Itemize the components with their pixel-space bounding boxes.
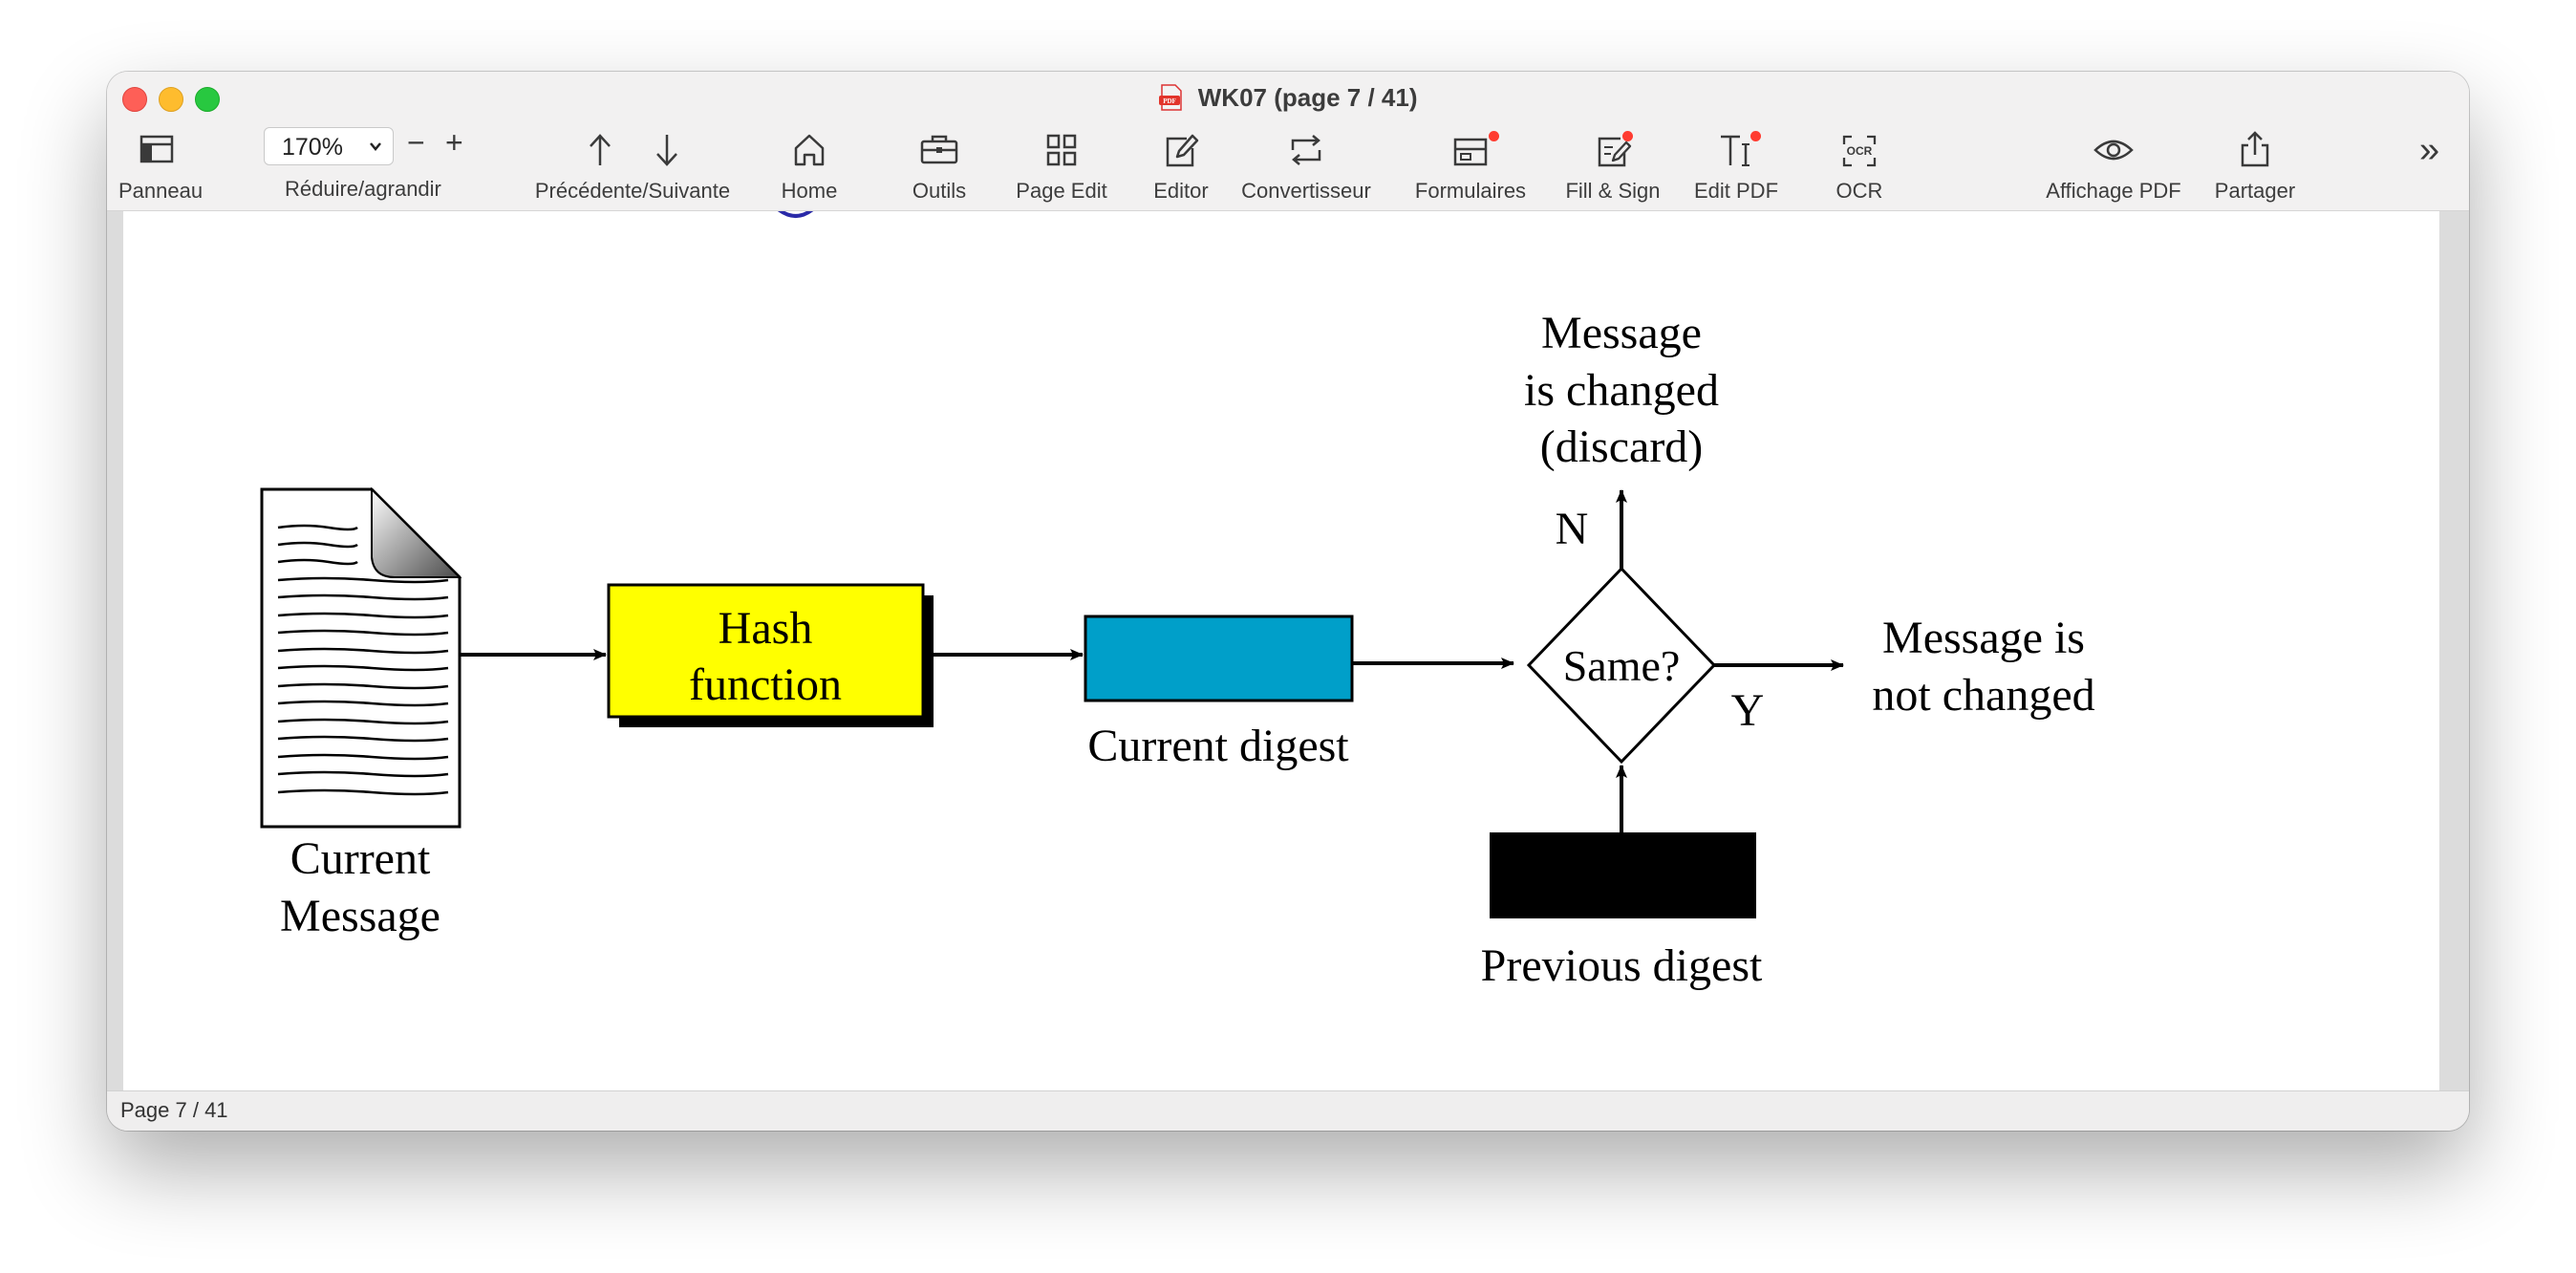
toolbar-overflow-button[interactable]: » <box>2419 130 2440 170</box>
clipped-text-fragment <box>774 205 817 218</box>
fill-sign-label: Fill & Sign <box>1565 179 1661 203</box>
converter-button[interactable]: Convertisseur <box>1234 127 1378 204</box>
current-digest-box <box>1084 615 1354 702</box>
tools-label: Outils <box>912 179 967 203</box>
pdf-view-button[interactable]: Affichage PDF <box>2035 127 2192 204</box>
ocr-button[interactable]: OCR OCR <box>1815 127 1903 204</box>
ocr-label: OCR <box>1835 179 1883 203</box>
forms-label: Formulaires <box>1414 179 1527 203</box>
eye-icon <box>2093 140 2134 161</box>
next-page-button[interactable] <box>648 127 686 173</box>
changed-label-3: (discard) <box>1540 421 1704 472</box>
page-edit-button[interactable]: Page Edit <box>998 127 1125 204</box>
hash-function-label-1: Hash <box>719 603 813 654</box>
yes-label: Y <box>1731 685 1765 736</box>
no-label: N <box>1556 504 1589 554</box>
edit-pdf-button[interactable]: Edit PDF <box>1684 127 1789 204</box>
previous-digest-box <box>1490 832 1756 918</box>
tools-button[interactable]: Outils <box>896 127 982 204</box>
zoom-label: Réduire/agrandir <box>285 177 441 201</box>
text-tool-icon <box>1721 135 1750 166</box>
home-button[interactable]: Home <box>766 127 852 204</box>
fill-sign-button[interactable]: Fill & Sign <box>1554 127 1672 204</box>
page-edit-label: Page Edit <box>1016 179 1107 203</box>
minimize-window-button[interactable] <box>159 87 183 112</box>
home-icon <box>794 134 825 166</box>
status-bar: Page 7 / 41 <box>107 1090 2469 1131</box>
ocr-icon-text: OCR <box>1847 144 1873 158</box>
changed-label-2: is changed <box>1524 365 1719 416</box>
prev-next-label: Précédente/Suivante <box>534 179 731 203</box>
changed-label-1: Message <box>1541 308 1702 358</box>
edit-pencil-icon <box>1166 134 1199 167</box>
convert-icon <box>1291 135 1321 165</box>
document-area[interactable]: Current Message Hash function Current di… <box>107 205 2469 1090</box>
prev-next-group: Précédente/Suivante <box>526 127 740 204</box>
pdf-view-label: Affichage PDF <box>2046 179 2181 203</box>
zoom-in-button[interactable]: + <box>445 125 463 160</box>
panel-button[interactable]: Panneau <box>118 127 204 204</box>
current-message-label-1: Current <box>290 833 431 884</box>
forms-notification-dot <box>1489 131 1499 141</box>
zoom-select[interactable]: 170% <box>264 127 394 165</box>
maximize-window-button[interactable] <box>195 87 220 112</box>
close-window-button[interactable] <box>122 87 147 112</box>
share-icon <box>2241 131 2269 167</box>
page-indicator: Page 7 / 41 <box>120 1098 228 1122</box>
window-title: WK07 (page 7 / 41) <box>1197 83 1418 112</box>
edit-pdf-label: Edit PDF <box>1693 179 1779 203</box>
fill-sign-notification-dot <box>1622 131 1633 141</box>
grid-icon <box>1046 134 1077 166</box>
edit-pdf-notification-dot <box>1750 131 1761 141</box>
zoom-value: 170% <box>282 134 343 161</box>
pdf-page: Current Message Hash function Current di… <box>123 205 2439 1090</box>
not-changed-label-1: Message is <box>1882 613 2085 663</box>
converter-label: Convertisseur <box>1241 179 1371 203</box>
hash-function-label-2: function <box>689 659 842 710</box>
form-icon <box>1453 138 1488 166</box>
pdf-file-icon: PDF <box>1158 84 1182 111</box>
editor-label: Editor <box>1153 179 1209 203</box>
current-message-label-2: Message <box>280 891 440 941</box>
sign-pen-icon <box>1598 137 1632 167</box>
pdf-viewer-window: PDF WK07 (page 7 / 41) Panneau 170% − + … <box>107 72 2469 1131</box>
window-title-area: PDF WK07 (page 7 / 41) <box>107 83 2469 113</box>
home-label: Home <box>781 179 838 203</box>
current-digest-label: Current digest <box>1087 721 1349 771</box>
svg-text:PDF: PDF <box>1163 97 1176 105</box>
toolbox-icon <box>920 135 958 164</box>
hash-function-box <box>607 583 925 719</box>
sidebar-panel-icon <box>140 135 174 163</box>
chevron-down-icon <box>370 142 381 151</box>
message-integrity-diagram: Current Message Hash function Current di… <box>260 205 2095 991</box>
previous-page-button[interactable] <box>581 127 619 173</box>
compare-diamond <box>1526 566 1717 765</box>
share-label: Partager <box>2214 179 2296 203</box>
previous-digest-label: Previous digest <box>1481 940 1763 991</box>
forms-button[interactable]: Formulaires <box>1408 127 1533 204</box>
not-changed-label-2: not changed <box>1872 670 2094 721</box>
ocr-icon: OCR <box>1842 135 1877 167</box>
share-button[interactable]: Partager <box>2203 127 2307 204</box>
panel-label: Panneau <box>118 179 204 203</box>
document-icon <box>260 486 462 829</box>
editor-button[interactable]: Editor <box>1133 127 1229 204</box>
title-bar: PDF WK07 (page 7 / 41) Panneau 170% − + … <box>107 72 2469 211</box>
zoom-out-button[interactable]: − <box>407 125 425 160</box>
compare-label: Same? <box>1563 641 1681 690</box>
